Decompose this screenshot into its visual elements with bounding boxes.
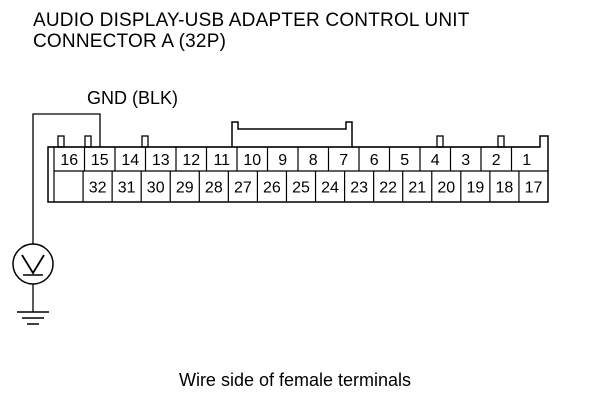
terminal-12: 12 — [182, 152, 200, 169]
terminal-9: 9 — [278, 152, 287, 169]
terminal-19: 19 — [466, 180, 484, 197]
caption: Wire side of female terminals — [178, 370, 412, 390]
terminal-2: 2 — [492, 152, 501, 169]
terminal-28: 28 — [205, 180, 223, 197]
terminal-29: 29 — [176, 180, 194, 197]
wire-label: GND (BLK) — [87, 88, 179, 108]
terminal-25: 25 — [292, 180, 310, 197]
terminal-6: 6 — [370, 152, 379, 169]
connector-pegs — [57, 135, 505, 148]
terminal-30: 30 — [147, 180, 165, 197]
diagram-title: AUDIO DISPLAY-USB ADAPTER CONTROL UNIT C… — [33, 10, 470, 52]
terminal-18: 18 — [496, 180, 514, 197]
title-line-1: AUDIO DISPLAY-USB ADAPTER CONTROL UNIT — [33, 10, 470, 31]
terminal-21: 21 — [408, 180, 426, 197]
terminal-3: 3 — [461, 152, 470, 169]
terminal-26: 26 — [263, 180, 281, 197]
terminal-11: 11 — [213, 152, 230, 169]
terminal-16: 16 — [60, 152, 78, 169]
bottom-row-terminals: 32 31 30 29 28 27 26 25 24 23 22 21 20 19 18 17 — [82, 171, 543, 202]
terminal-13: 13 — [152, 152, 170, 169]
terminal-24: 24 — [321, 180, 339, 197]
ground-wire — [32, 113, 101, 244]
terminal-31: 31 — [118, 180, 136, 197]
terminal-7: 7 — [339, 152, 348, 169]
terminal-5: 5 — [400, 152, 409, 169]
terminal-23: 23 — [350, 180, 368, 197]
terminal-15: 15 — [91, 152, 109, 169]
top-row-terminals: 16 15 14 13 12 11 10 9 8 7 6 5 4 3 2 1 — [60, 147, 531, 171]
terminal-17: 17 — [525, 180, 543, 197]
terminal-1: 1 — [522, 152, 531, 169]
terminal-8: 8 — [309, 152, 318, 169]
terminal-27: 27 — [234, 180, 252, 197]
title-line-2: CONNECTOR A (32P) — [33, 31, 227, 52]
terminal-4: 4 — [431, 152, 440, 169]
ground-icon — [17, 311, 49, 325]
terminal-10: 10 — [243, 152, 261, 169]
terminal-14: 14 — [121, 152, 139, 169]
terminal-22: 22 — [379, 180, 397, 197]
locking-tab — [231, 121, 353, 147]
terminal-32: 32 — [89, 180, 107, 197]
terminal-20: 20 — [437, 180, 455, 197]
voltmeter-icon — [12, 243, 54, 285]
